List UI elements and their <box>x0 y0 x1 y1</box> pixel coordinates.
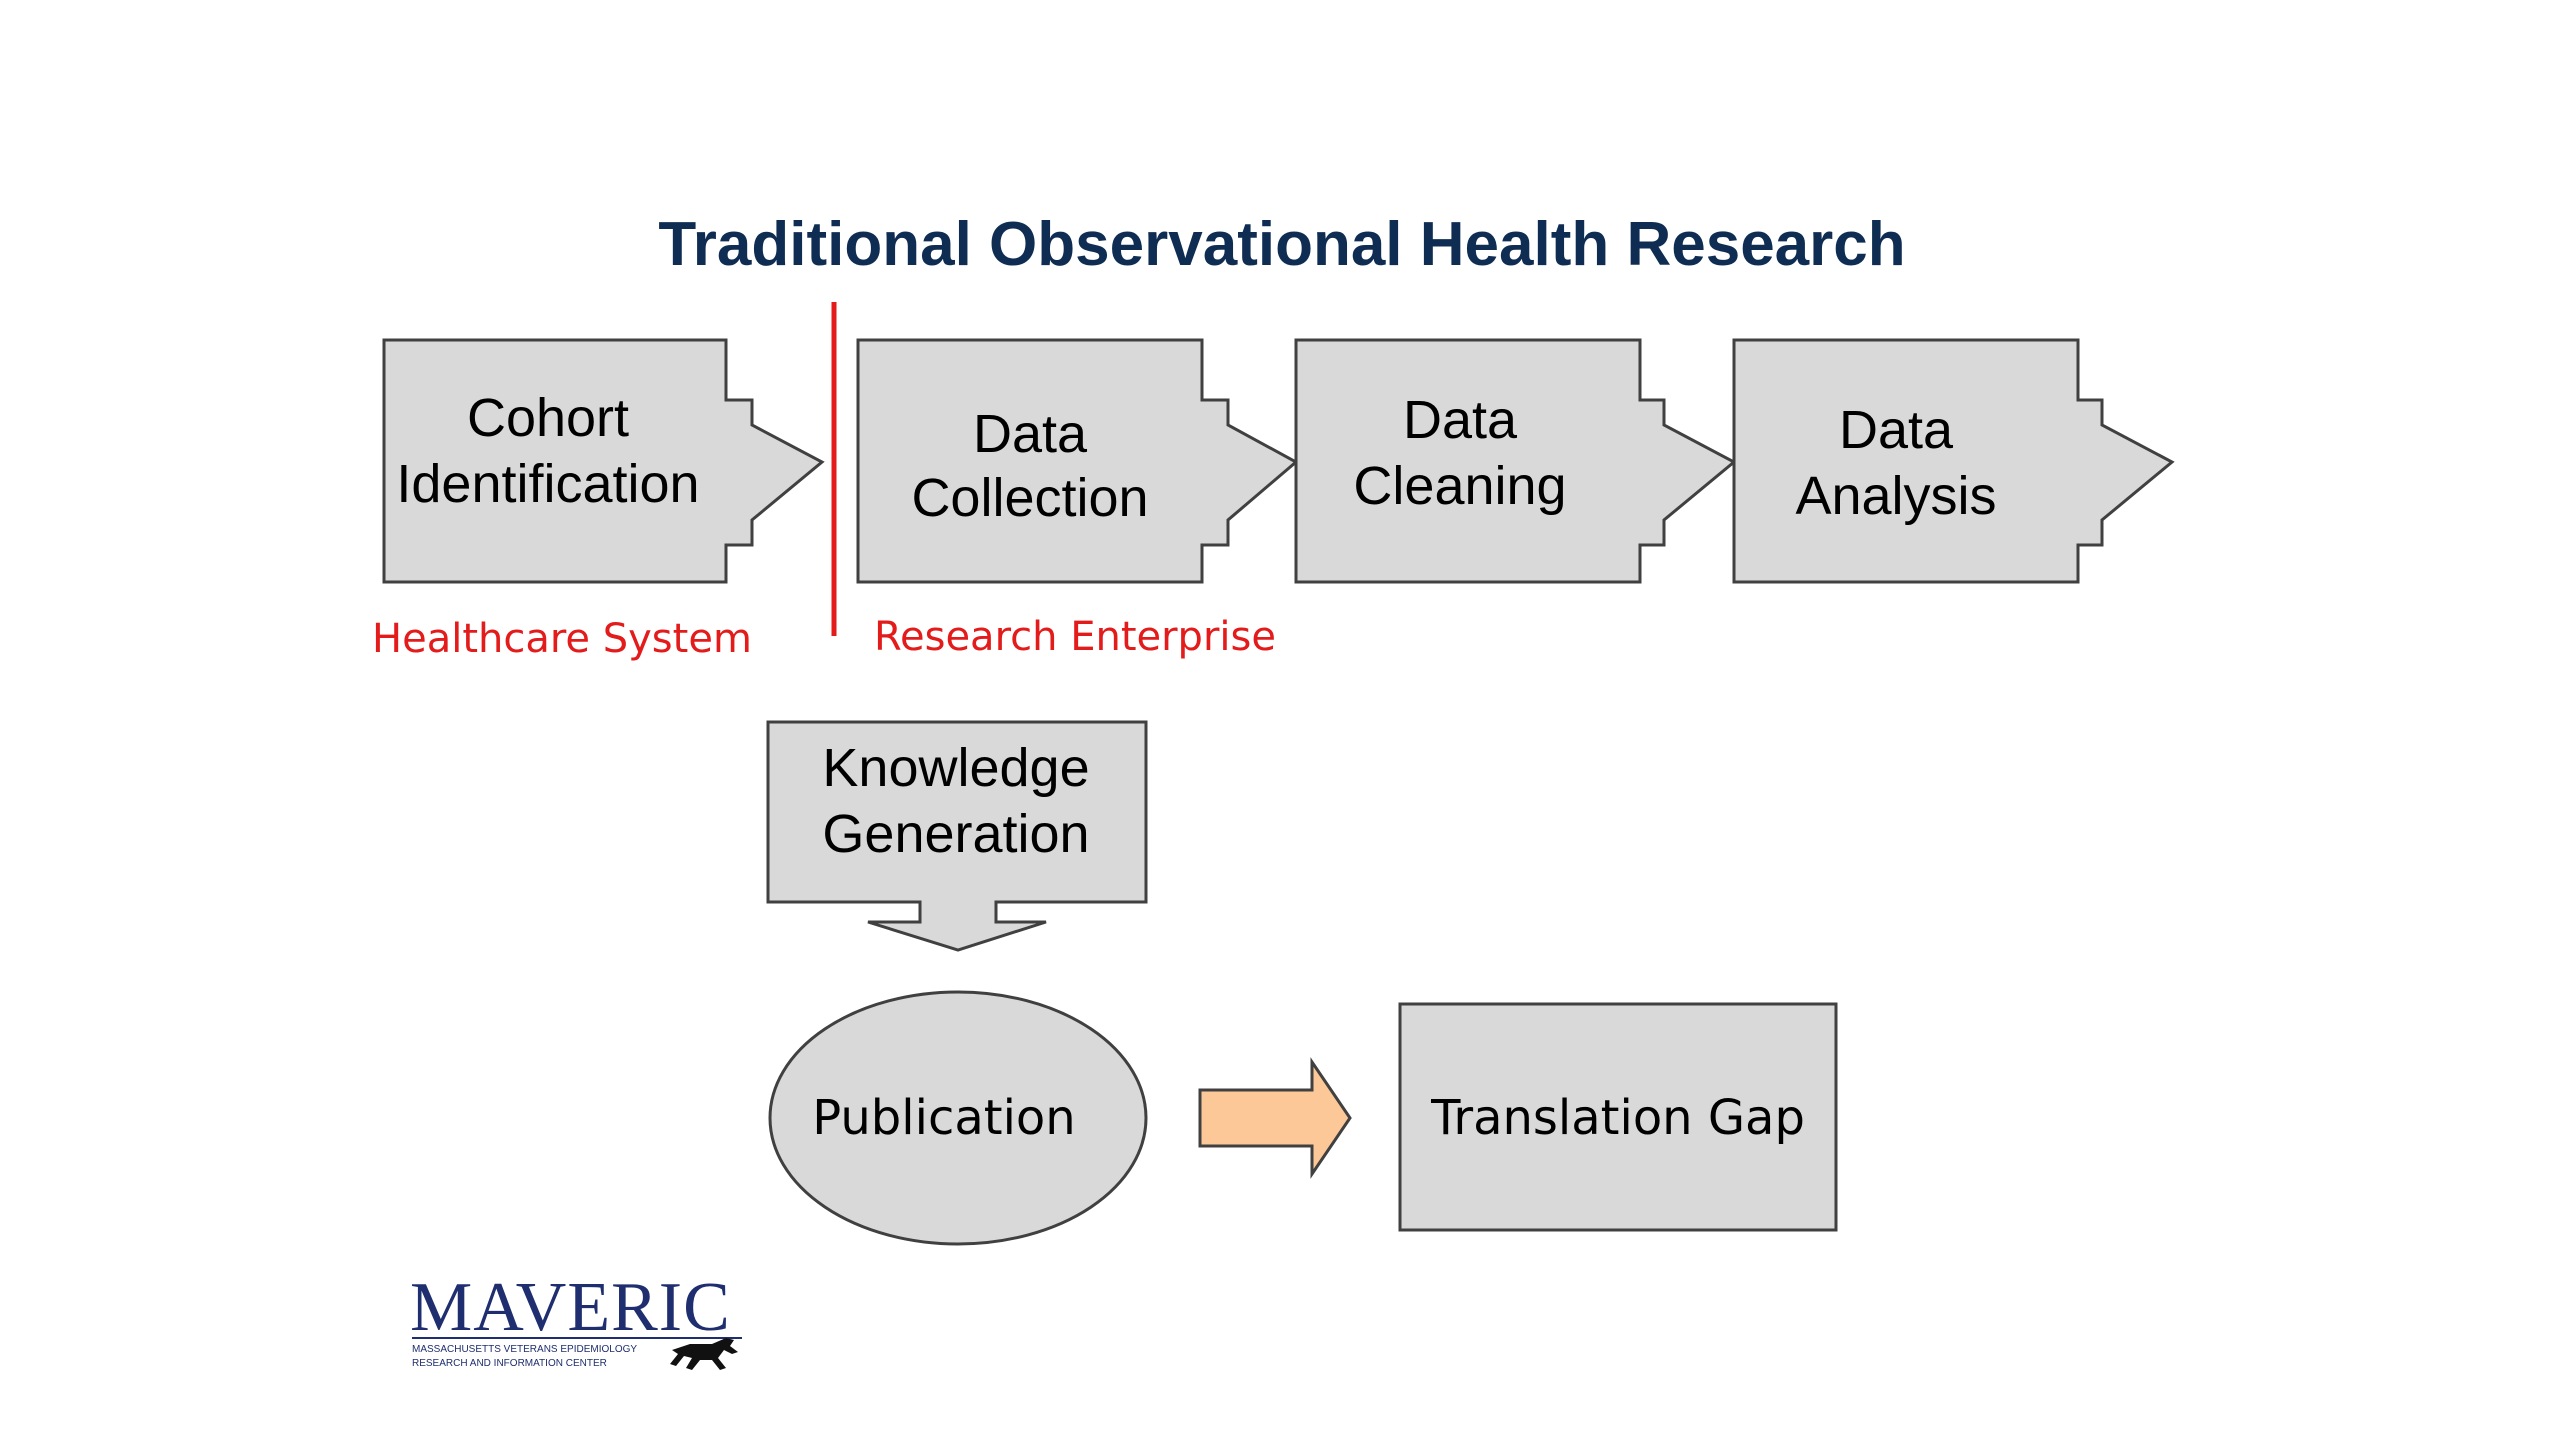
step-label-line1: Data <box>1403 390 1518 450</box>
knowledge-label-line1: Knowledge <box>822 738 1089 798</box>
step-callout-shape <box>382 338 825 584</box>
knowledge-label-line2: Generation <box>822 804 1089 864</box>
knowledge-callout-shape <box>766 720 1148 952</box>
translation-gap-label: Translation Gap <box>1430 1090 1805 1146</box>
step-label-line1: Cohort <box>467 388 629 448</box>
step-label-line1: Data <box>973 404 1088 464</box>
step-label-line2: Cleaning <box>1353 456 1566 516</box>
region-label-research: Research Enterprise <box>874 614 1276 660</box>
step-label-line2: Analysis <box>1795 466 1996 526</box>
region-label-healthcare: Healthcare System <box>372 616 752 662</box>
step-data-collection: Data Collection <box>856 338 1299 584</box>
step-cohort-identification: Cohort Identification <box>382 338 825 584</box>
step-callout-shape <box>856 338 1299 584</box>
arrow-to-translation-gap <box>1198 1057 1352 1179</box>
step-data-cleaning: Data Cleaning <box>1294 338 1737 584</box>
step-callout-shape <box>1294 338 1737 584</box>
publication-label: Publication <box>812 1090 1075 1146</box>
publication-ellipse <box>768 990 1148 1246</box>
horse-icon <box>670 1338 738 1370</box>
publication-node: Publication <box>768 990 1148 1246</box>
step-label-line2: Collection <box>911 468 1148 528</box>
logo-subtitle-line2: RESEARCH AND INFORMATION CENTER <box>412 1358 607 1369</box>
translation-gap-box <box>1398 1002 1838 1232</box>
step-label-line1: Data <box>1839 400 1954 460</box>
knowledge-generation-callout: Knowledge Generation <box>766 720 1148 952</box>
step-callout-shape <box>1732 338 2175 584</box>
logo-wordmark: MAVERIC <box>410 1269 731 1346</box>
step-data-analysis: Data Analysis <box>1732 338 2175 584</box>
logo-subtitle-line1: MASSACHUSETTS VETERANS EPIDEMIOLOGY <box>412 1344 637 1355</box>
step-label-line2: Identification <box>396 454 699 514</box>
translation-gap-node: Translation Gap <box>1398 1002 1838 1232</box>
maveric-logo: MAVERIC MASSACHUSETTS VETERANS EPIDEMIOL… <box>410 1269 742 1370</box>
page-title: Traditional Observational Health Researc… <box>658 210 1905 279</box>
